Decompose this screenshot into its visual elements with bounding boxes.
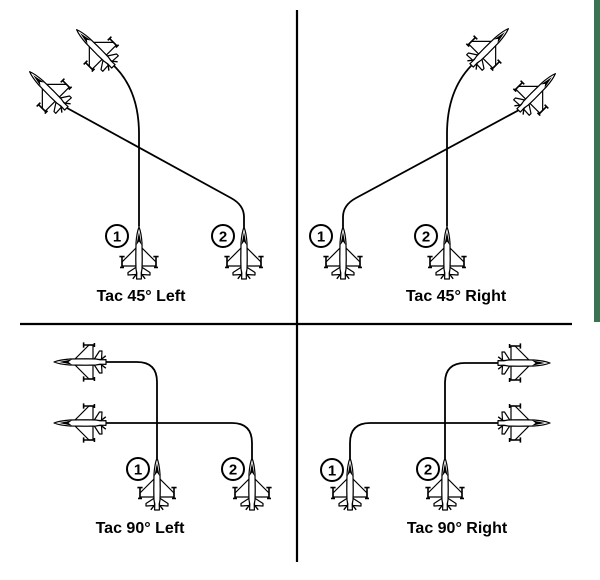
- green-edge-bar: [594, 0, 600, 322]
- panel-tac-45-left: 1 2 Tac 45° Left: [14, 14, 265, 305]
- jet1-number-badge: 1: [105, 224, 129, 248]
- flight-path-jet1: [110, 62, 140, 227]
- svg-text:2: 2: [219, 229, 227, 246]
- panel-caption: Tac 90° Left: [96, 520, 185, 537]
- jet1-end-icon: [503, 58, 571, 126]
- svg-text:2: 2: [422, 229, 430, 246]
- panel-tac-90-right: 1 2 Tac 90° Right: [320, 342, 551, 537]
- panel-caption: Tac 45° Right: [406, 288, 507, 305]
- svg-text:1: 1: [328, 463, 336, 480]
- jet2-end-icon: [14, 56, 82, 124]
- flight-path-jet1: [349, 422, 501, 459]
- jet2-end-icon: [53, 402, 107, 444]
- jet1-number-badge: 1: [320, 458, 344, 482]
- svg-text:1: 1: [113, 229, 121, 246]
- jet1-number-badge: 1: [126, 457, 150, 481]
- flight-path-jet1: [103, 361, 158, 459]
- panel-caption: Tac 90° Right: [407, 520, 508, 537]
- panel-caption: Tac 45° Left: [97, 288, 186, 305]
- svg-text:1: 1: [134, 462, 142, 479]
- flight-path-jet2: [103, 422, 253, 459]
- jet1-end-icon: [53, 341, 107, 383]
- svg-text:2: 2: [424, 462, 432, 479]
- flight-path-jet2: [66, 107, 245, 228]
- flight-path-jet1: [342, 109, 520, 228]
- flight-path-jet2: [446, 62, 475, 227]
- jet2-number-badge: 2: [211, 224, 235, 248]
- svg-text:1: 1: [317, 229, 325, 246]
- svg-text:2: 2: [229, 462, 237, 479]
- jet2-number-badge: 2: [221, 457, 245, 481]
- jet2-end-icon: [497, 342, 551, 384]
- jet1-end-icon: [497, 402, 551, 444]
- jet2-number-badge: 2: [414, 224, 438, 248]
- flight-path-jet2: [444, 362, 501, 459]
- panel-tac-90-left: 1 2 Tac 90° Left: [53, 341, 273, 537]
- panel-tac-45-right: 1 2 Tac 45° Right: [309, 13, 571, 305]
- jet1-number-badge: 1: [309, 224, 333, 248]
- jet2-number-badge: 2: [416, 457, 440, 481]
